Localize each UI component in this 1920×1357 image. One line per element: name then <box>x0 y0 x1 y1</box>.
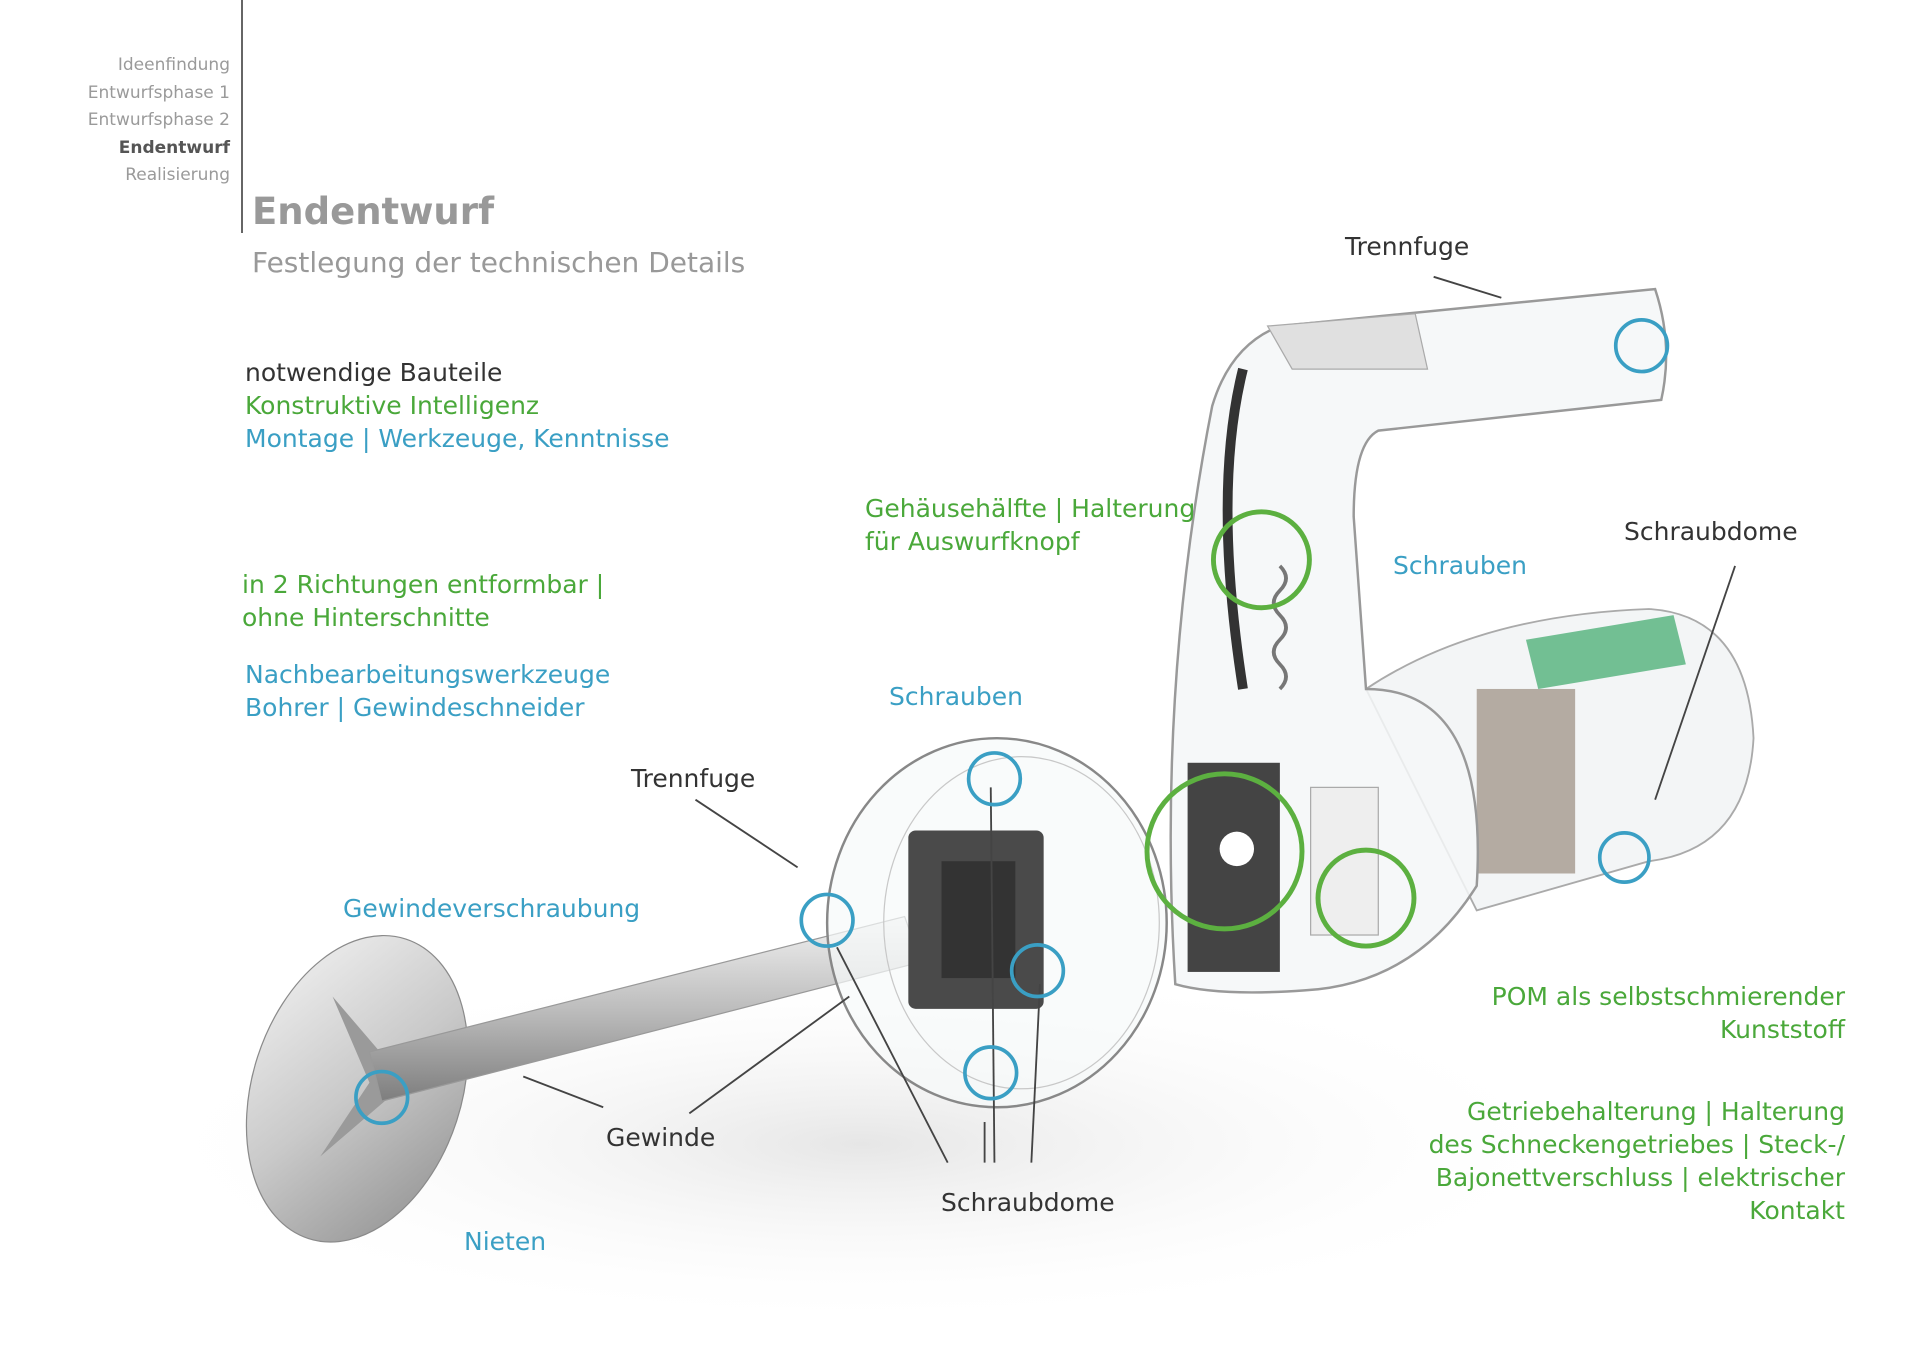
note-line: Bohrer | Gewindeschneider <box>245 693 585 722</box>
callout-gewinde: Gewinde <box>606 1123 716 1152</box>
phase-navigation: Ideenfindung Entwurfsphase 1 Entwurfspha… <box>88 52 230 190</box>
callout-line: für Auswurfknopf <box>865 527 1080 556</box>
note-entformbar: in 2 Richtungen entformbar | ohne Hinter… <box>242 568 604 634</box>
page-subtitle: Festlegung der technischen Details <box>252 246 746 279</box>
legend-intelligenz: Konstruktive Intelligenz <box>245 391 540 420</box>
divider-line <box>241 0 243 233</box>
callout-schrauben-right: Schrauben <box>1393 551 1527 580</box>
callout-schraubdome-right: Schraubdome <box>1624 517 1798 546</box>
note-line: Kontakt <box>1749 1196 1845 1225</box>
note-line: Nachbearbeitungswerkzeuge <box>245 660 611 689</box>
nav-item-entwurfsphase-1[interactable]: Entwurfsphase 1 <box>87 82 230 103</box>
nav-item-endentwurf[interactable]: Endentwurf <box>118 137 230 158</box>
callout-trennfuge-top: Trennfuge <box>1345 232 1470 261</box>
nav-item-entwurfsphase-2[interactable]: Entwurfsphase 2 <box>87 110 230 130</box>
note-line: Getriebehalterung | Halterung <box>1467 1097 1845 1126</box>
callout-gewindeverschraubung: Gewindeverschraubung <box>343 894 641 923</box>
legend-montage: Montage | Werkzeuge, Kenntnisse <box>245 424 670 453</box>
screw-marker <box>1613 318 1670 374</box>
callout-trennfuge-mid: Trennfuge <box>631 764 756 793</box>
screw-marker <box>799 892 855 948</box>
screw-marker <box>1009 943 1066 999</box>
gear-cap <box>825 736 1168 1109</box>
note-werkzeuge: Nachbearbeitungswerkzeuge Bohrer | Gewin… <box>245 658 610 724</box>
callout-line: Gehäusehälfte | Halterung <box>865 494 1196 523</box>
note-line: in 2 Richtungen entformbar | <box>242 570 605 599</box>
callout-gehaeuse: Gehäusehälfte | Halterung für Auswurfkno… <box>865 492 1195 558</box>
note-line: Kunststoff <box>1719 1015 1845 1044</box>
screw-marker <box>966 751 1023 807</box>
callout-nieten: Nieten <box>464 1227 547 1256</box>
screw-marker <box>1597 831 1651 884</box>
nav-item-ideenfindung[interactable]: Ideenfindung <box>117 55 230 75</box>
gear-marker <box>1315 847 1417 949</box>
note-line: POM als selbstschmierender <box>1491 982 1845 1011</box>
note-line: Bajonettverschluss | elektrischer <box>1435 1163 1845 1192</box>
housing-marker <box>1210 509 1312 611</box>
note-line: des Schneckengetriebes | Steck-/ <box>1428 1130 1845 1159</box>
motor-housing <box>1169 287 1755 994</box>
green-markers <box>1144 509 1417 949</box>
gear-marker <box>1144 771 1305 932</box>
legend-bauteile: notwendige Bauteile <box>245 358 503 387</box>
note-getriebe: Getriebehalterung | Halterung des Schnec… <box>1429 1095 1845 1227</box>
note-line: ohne Hinterschnitte <box>242 603 490 632</box>
note-pom: POM als selbstschmierender Kunststoff <box>1492 980 1845 1046</box>
rivet-marker <box>354 1069 410 1126</box>
callout-schrauben-mid: Schrauben <box>889 682 1023 711</box>
screw-marker <box>963 1045 1019 1101</box>
blue-markers <box>354 318 1670 1126</box>
legend: notwendige Bauteile Konstruktive Intelli… <box>245 356 670 455</box>
callout-schraubdome-bottom: Schraubdome <box>941 1188 1115 1217</box>
nav-item-realisierung[interactable]: Realisierung <box>125 165 230 185</box>
page-title: Endentwurf <box>252 190 495 233</box>
